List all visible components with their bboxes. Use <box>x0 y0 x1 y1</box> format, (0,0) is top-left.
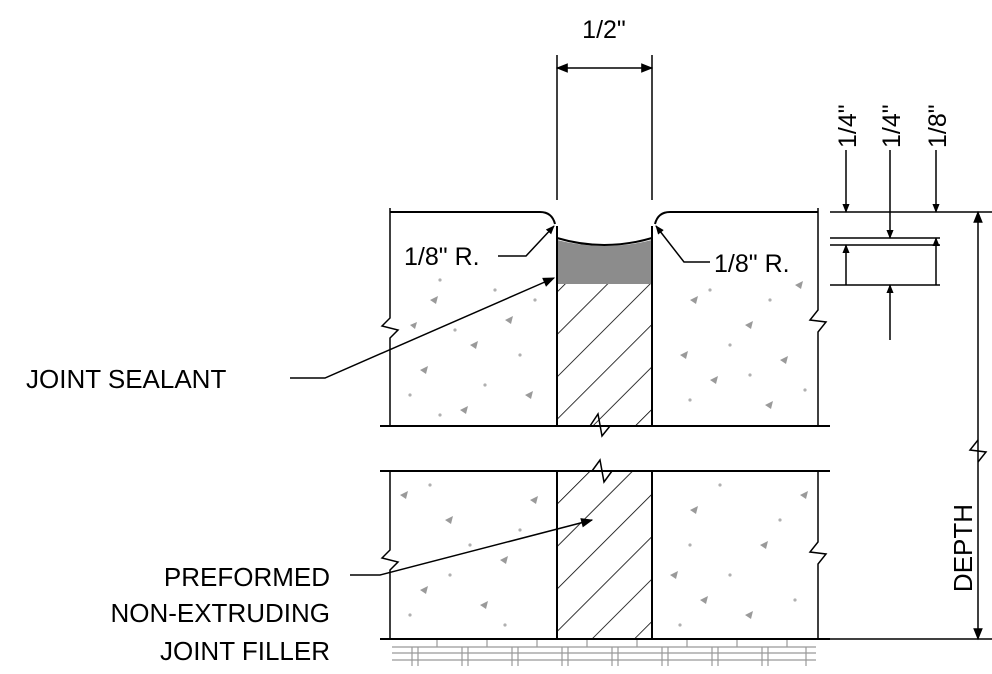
upper-slab-section <box>380 208 830 438</box>
joint-sealant-label: JOINT SEALANT <box>26 364 226 394</box>
filler-lower <box>557 471 652 639</box>
joint-width-label: 1/2" <box>582 16 626 44</box>
radius-right-label: 1/8" R. <box>714 250 790 278</box>
filler-label-line1: PREFORMED <box>164 562 330 592</box>
radius-left-label: 1/8" R. <box>404 243 480 271</box>
joint-width-dimension: 1/2" <box>555 16 654 200</box>
subgrade-pattern <box>392 640 816 666</box>
right-dim-1-label: 1/4" <box>834 104 862 148</box>
joint-sealant-fill <box>557 240 652 284</box>
lower-slab-section <box>380 458 830 640</box>
callout-leaders <box>290 277 594 576</box>
filler-upper <box>557 284 652 426</box>
radius-callouts: 1/8" R. 1/8" R. <box>404 225 790 278</box>
right-dim-3-label: 1/8" <box>924 104 952 148</box>
filler-label-line3: JOINT FILLER <box>160 636 330 666</box>
right-dim-2-label: 1/4" <box>878 104 906 148</box>
filler-label-line2: NON-EXTRUDING <box>110 598 330 628</box>
concrete-aggregate <box>400 278 808 627</box>
depth-label: DEPTH <box>948 504 978 592</box>
right-depth-dimensions: 1/4" 1/4" 1/8" DEPTH <box>830 104 992 641</box>
